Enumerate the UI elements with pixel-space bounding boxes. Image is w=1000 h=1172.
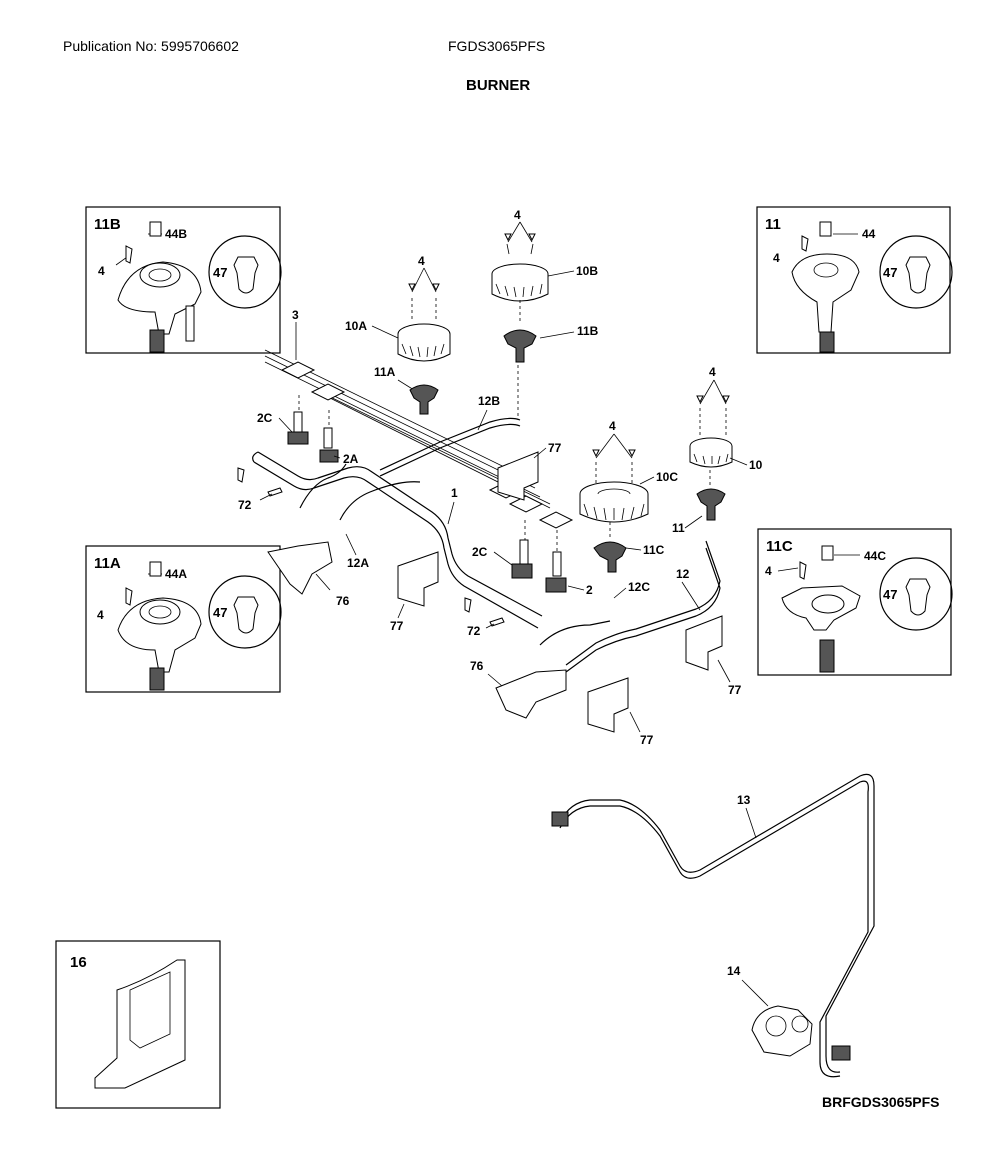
burner-10C: 4 10C 11C (579, 419, 678, 573)
callout-11B: 11B (577, 324, 599, 338)
inset-11A-title: 11A (94, 555, 121, 572)
callout-3: 3 (292, 308, 299, 322)
callout-11C: 11C (643, 543, 665, 557)
inset-11C: 11C 4 44C 47 (757, 528, 953, 676)
callout-10C: 10C (656, 470, 678, 484)
inset-11A-burner-base-icon (117, 597, 202, 673)
inset-11-cap-icon (819, 221, 832, 237)
inset-11-burner-base-icon (791, 253, 860, 333)
inset-11C-title: 11C (766, 538, 793, 555)
callout-77-middle: 77 (390, 619, 404, 633)
inset-11: 11 4 44 47 (756, 206, 953, 354)
screws-72: 72 72 (237, 467, 505, 638)
valves-middle: 2C 2 (472, 520, 593, 597)
callout-12C: 12C (628, 580, 650, 594)
callout-77-lower: 77 (640, 733, 654, 747)
burner-10: 4 10 11 (672, 365, 763, 535)
inset-11A: 11A 4 44A 47 (85, 545, 282, 693)
inset-11B: 11B 4 44B 47 (85, 206, 282, 354)
inset-11B-screw-label: 4 (98, 264, 105, 278)
inset-11A-cap-label: 44A (165, 567, 187, 581)
inset-11C-circle (879, 557, 953, 631)
callout-12: 12 (676, 567, 690, 581)
brackets: 76 76 77 77 77 77 (267, 441, 742, 747)
inset-11C-screw-label: 4 (765, 564, 772, 578)
gas-line-13: 13 (551, 773, 875, 1078)
inset-11C-cap-label: 44C (864, 549, 886, 563)
inset-11-orifice-icon (905, 256, 931, 294)
callout-10A: 10A (345, 319, 367, 333)
inset-11A-circle (208, 575, 282, 649)
valves-upper: 2C 2A (257, 395, 359, 466)
callout-4-10C: 4 (609, 419, 616, 433)
callout-12A: 12A (347, 556, 369, 570)
inset-11-cap-label: 44 (862, 227, 876, 241)
inset-11B-cap-label: 44B (165, 227, 187, 241)
burner-10A: 4 10A 11A (345, 254, 451, 415)
callout-2C-upper: 2C (257, 411, 273, 425)
burner-10B: 4 10B 11B (491, 208, 599, 420)
inset-11-circle (879, 235, 953, 309)
callout-72-left: 72 (238, 498, 252, 512)
callout-1: 1 (451, 486, 458, 500)
callout-77-top: 77 (548, 441, 562, 455)
inset-11-screw-icon (801, 235, 809, 252)
regulator-14: 14 (727, 964, 851, 1061)
callout-2C-middle: 2C (472, 545, 488, 559)
inset-11C-cap-icon (821, 545, 834, 561)
callout-76-lower: 76 (470, 659, 484, 673)
callout-72-middle: 72 (467, 624, 481, 638)
callout-12B: 12B (478, 394, 500, 408)
inset-16-shield-icon (94, 959, 186, 1089)
inset-11B-screw-icon (125, 245, 133, 264)
inset-11B-title: 11B (94, 216, 121, 233)
inset-11B-orifice-icon (233, 256, 259, 294)
model-number: FGDS3065PFS (448, 38, 546, 54)
inset-11A-cap-icon (149, 561, 162, 577)
inset-11A-circle-label: 47 (213, 605, 227, 620)
callout-11: 11 (672, 521, 685, 535)
inset-11B-cap-icon (149, 221, 162, 237)
inset-11-screw-label: 4 (773, 251, 780, 265)
callout-10: 10 (749, 458, 763, 472)
callout-2A: 2A (343, 452, 359, 466)
callout-11A: 11A (374, 365, 396, 379)
inset-11-title: 11 (765, 216, 781, 233)
inset-11C-screw-icon (799, 561, 807, 580)
tubes: 12B 12A 12C 12 (299, 394, 721, 673)
callout-4-10: 4 (709, 365, 716, 379)
inset-11B-circle (208, 235, 282, 309)
callout-10B: 10B (576, 264, 598, 278)
manifold-1: 1 (252, 451, 543, 629)
inset-11-circle-label: 47 (883, 265, 897, 280)
inset-11C-circle-label: 47 (883, 587, 897, 602)
callout-76-upper: 76 (336, 594, 350, 608)
diagram-title: BURNER (466, 77, 531, 94)
inset-11A-screw-icon (125, 587, 133, 606)
callout-14: 14 (727, 964, 741, 978)
callout-77-right: 77 (728, 683, 742, 697)
inset-11B-burner-base-icon (117, 261, 202, 335)
inset-11A-orifice-icon (233, 596, 259, 634)
inset-11A-screw-label: 4 (97, 608, 104, 622)
callout-2: 2 (586, 583, 593, 597)
diagram-code: BRFGDS3065PFS (822, 1094, 940, 1110)
callout-4-10A: 4 (418, 254, 425, 268)
inset-16: 16 (55, 940, 221, 1109)
callout-13: 13 (737, 793, 751, 807)
inset-16-title: 16 (70, 954, 87, 971)
publication-number: Publication No: 5995706602 (63, 38, 239, 54)
inset-11C-orifice-icon (905, 578, 931, 616)
inset-11B-circle-label: 47 (213, 265, 227, 280)
callout-4-10B: 4 (514, 208, 521, 222)
wire-harness-3: 3 (264, 308, 574, 529)
